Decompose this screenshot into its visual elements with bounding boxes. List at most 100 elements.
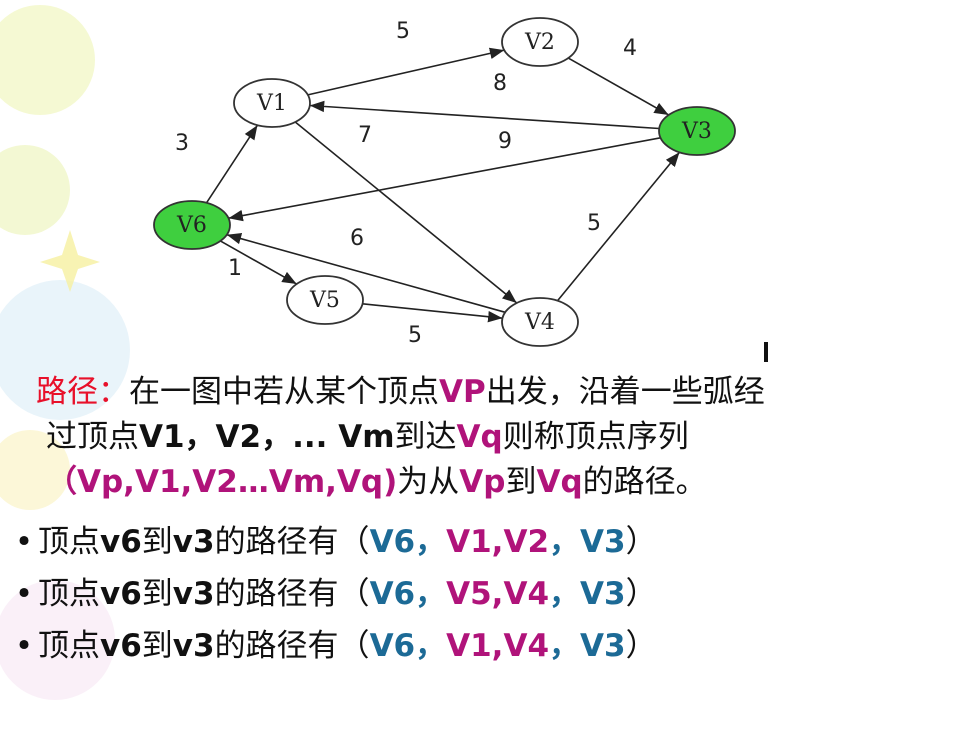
- node-v6: V6: [153, 200, 231, 250]
- node-label: V2: [524, 30, 555, 55]
- def-text: 到达: [394, 419, 457, 455]
- term-colon: ：: [98, 374, 129, 410]
- edge-v3-v1: [309, 100, 660, 130]
- bullet-dot: •: [14, 524, 34, 560]
- path-start: V6，: [369, 524, 447, 560]
- node-shape: [153, 200, 231, 250]
- path-text: 的路径有（: [214, 628, 370, 664]
- edge-v6-v5: [219, 240, 298, 285]
- path-item: •顶点v6到v3的路径有（V6，V1,V2，V3）: [10, 516, 960, 568]
- balloon-shape: [0, 280, 130, 420]
- edge-weight-v3-v1: 8: [493, 71, 507, 96]
- definition-line-3: （Vp,V1,V2…Vm,Vq)为从Vp到Vq的路径。: [36, 460, 956, 505]
- path-close: ）: [625, 628, 657, 664]
- def-vq: Vq: [536, 464, 583, 500]
- edge-v5-v4: [362, 303, 503, 323]
- path-to: v3: [172, 576, 215, 612]
- path-text: 顶点: [38, 628, 100, 664]
- definition-line-2: 过顶点V1，V2，... Vm到达Vq则称顶点序列: [36, 415, 956, 460]
- edge-weight-v4-v3: 5: [587, 211, 601, 236]
- definition-block: 路径：在一图中若从某个顶点VP出发，沿着一些弧经 过顶点V1，V2，... Vm…: [36, 370, 956, 505]
- def-paren: （: [46, 464, 77, 500]
- edge-weight-v5-v4: 5: [408, 323, 422, 348]
- edge-v3-v6: [228, 136, 661, 222]
- path-to: v3: [172, 524, 215, 560]
- edge-weight-v6-v1: 3: [175, 131, 189, 156]
- path-from: v6: [100, 576, 142, 612]
- balloon-shape: [0, 145, 70, 235]
- balloon-decoration: [0, 5, 130, 700]
- node-label: V6: [176, 213, 207, 238]
- path-close: ）: [625, 576, 657, 612]
- path-list: •顶点v6到v3的路径有（V6，V1,V2，V3） •顶点v6到v3的路径有（V…: [10, 516, 960, 672]
- edge-v1-v2: [307, 47, 505, 96]
- path-close: ）: [625, 524, 657, 560]
- balloon-shape: [0, 430, 70, 510]
- bullet-dot: •: [14, 576, 34, 612]
- node-label: V1: [256, 91, 287, 116]
- def-vertices: V1，V2，... Vm: [139, 419, 395, 455]
- path-text: 到: [141, 576, 173, 612]
- path-text: 到: [141, 628, 173, 664]
- edge-weight-v3-v6: 9: [498, 129, 512, 154]
- node-v2: V2: [501, 17, 579, 67]
- def-vq: Vq: [456, 419, 503, 455]
- path-from: v6: [100, 524, 142, 560]
- node-label: V5: [309, 288, 340, 313]
- def-text: 出发，沿着一些弧经: [485, 374, 765, 410]
- path-end: ，V3: [549, 628, 626, 664]
- path-middle: V5,V4: [446, 576, 550, 612]
- node-shape: [658, 106, 736, 156]
- node-label: V3: [681, 119, 712, 144]
- definition-line-1: 路径：在一图中若从某个顶点VP出发，沿着一些弧经: [36, 370, 956, 415]
- path-text: 顶点: [38, 576, 100, 612]
- node-label: V4: [524, 310, 555, 335]
- path-middle: V1,V2: [446, 524, 550, 560]
- edge-v6-v1: [205, 124, 259, 204]
- node-v1: V1: [233, 78, 311, 128]
- balloon-shape: [0, 5, 95, 115]
- node-shape: [286, 275, 364, 325]
- path-item: •顶点v6到v3的路径有（V6，V1,V4，V3）: [10, 620, 960, 672]
- sparkle-shape: [40, 230, 100, 292]
- edge-v2-v3: [567, 57, 670, 116]
- path-text: 的路径有（: [214, 524, 370, 560]
- def-text: 到: [505, 464, 537, 500]
- node-shape: [501, 297, 579, 347]
- edge-weight-v1-v2: 5: [396, 19, 410, 44]
- node-v3: V3: [658, 106, 736, 156]
- node-v4: V4: [501, 297, 579, 347]
- edge-weight-v6-v5: 1: [228, 256, 242, 281]
- edge-v4-v6: [226, 233, 506, 314]
- def-vp: Vp: [459, 464, 506, 500]
- edge-v4-v3: [556, 151, 681, 302]
- term-label: 路径: [36, 374, 98, 410]
- path-text: 到: [141, 524, 173, 560]
- node-v5: V5: [286, 275, 364, 325]
- def-text: 在一图中若从某个顶点: [129, 374, 439, 410]
- bullet-dot: •: [14, 628, 34, 664]
- edge-v1-v4: [294, 121, 518, 304]
- node-shape: [233, 78, 311, 128]
- def-text: 为从: [397, 464, 460, 500]
- path-middle: V1,V4: [446, 628, 550, 664]
- path-start: V6，: [369, 628, 447, 664]
- text-cursor: [764, 342, 768, 362]
- path-end: ，V3: [549, 524, 626, 560]
- def-text: 则称顶点序列: [502, 419, 689, 455]
- path-text: 顶点: [38, 524, 100, 560]
- edge-weight-v2-v3: 4: [623, 36, 637, 61]
- path-item: •顶点v6到v3的路径有（V6，V5,V4，V3）: [10, 568, 960, 620]
- path-end: ，V3: [549, 576, 626, 612]
- edge-weight-v1-v4: 7: [358, 123, 372, 148]
- balloon-shape: [0, 580, 115, 700]
- path-to: v3: [172, 628, 215, 664]
- path-start: V6，: [369, 576, 447, 612]
- def-vp: VP: [439, 374, 486, 410]
- path-text: 的路径有（: [214, 576, 370, 612]
- def-text: 过顶点: [46, 419, 139, 455]
- node-shape: [501, 17, 579, 67]
- edge-weight-v4-v6: 6: [350, 226, 364, 251]
